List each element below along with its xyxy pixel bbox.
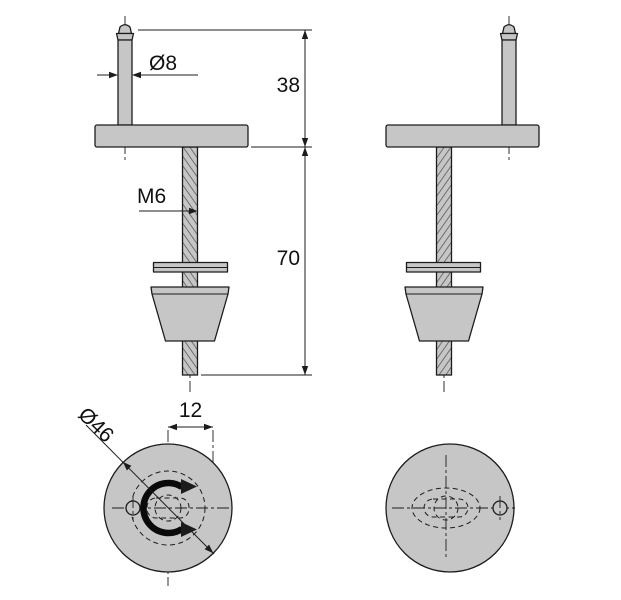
dimension-pin-height: 38 (138, 29, 312, 148)
front-view-right (385, 15, 540, 393)
arrowhead (168, 423, 177, 431)
arrowhead (204, 544, 214, 554)
total-length-label: 70 (277, 247, 300, 270)
dimension-offset-width: 12 (168, 399, 213, 431)
leader-line (85, 424, 215, 555)
bottom-view-right (385, 443, 517, 573)
pin-diameter-label: Ø8 (149, 52, 177, 75)
hidden-slot (146, 497, 190, 519)
arrowhead (122, 461, 132, 471)
arrowhead (301, 147, 309, 156)
thread-size-label: M6 (137, 185, 166, 208)
arrowhead (301, 366, 309, 375)
arrowhead (204, 423, 213, 431)
hidden-circle-inner (433, 495, 459, 521)
dimension-total-length: 70 (201, 147, 312, 376)
rotation-arrow-arc (140, 479, 184, 537)
rotation-arrowhead-top (181, 479, 197, 494)
arrowhead (109, 71, 118, 79)
arrowhead (301, 138, 309, 147)
hidden-ellipse (411, 487, 481, 529)
dimension-thread-size: M6 (137, 185, 198, 215)
dimension-pin-diameter: Ø8 (97, 52, 198, 79)
hidden-slot (423, 498, 469, 518)
arrowhead (301, 30, 309, 39)
base-diameter-label: Ø46 (74, 403, 119, 447)
offset-width-label: 12 (179, 399, 202, 422)
arrowhead (132, 71, 141, 79)
arrowhead (189, 207, 198, 215)
pin-height-label: 38 (277, 74, 300, 97)
